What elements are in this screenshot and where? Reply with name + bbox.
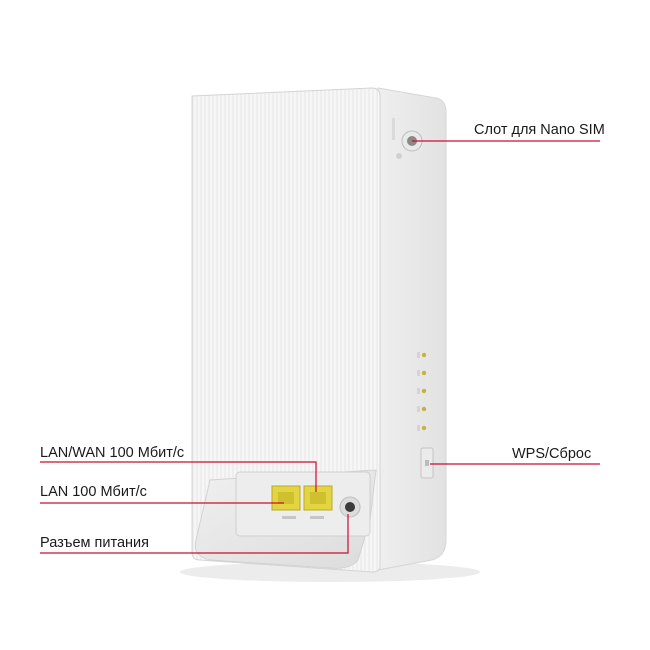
port-panel <box>235 471 371 537</box>
router-front-face <box>191 87 381 573</box>
callout-power: Разъем питания <box>40 535 149 551</box>
lan-port <box>303 485 333 511</box>
router-side-panel <box>377 87 447 571</box>
callout-wps-reset: WPS/Сброс <box>512 446 592 462</box>
wps-reset-button <box>420 447 434 479</box>
callout-line-lanwan <box>40 461 317 492</box>
callout-line-power <box>40 514 349 554</box>
status-leds <box>417 352 427 431</box>
callout-lan: LAN 100 Мбит/с <box>40 484 147 500</box>
lan-wan-port <box>271 485 301 511</box>
callout-lines <box>40 140 600 554</box>
floor-shadow <box>180 562 480 582</box>
power-jack <box>339 496 361 518</box>
callout-sim-slot: Слот для Nano SIM <box>474 122 605 138</box>
callout-lan-wan: LAN/WAN 100 Мбит/с <box>40 445 185 461</box>
